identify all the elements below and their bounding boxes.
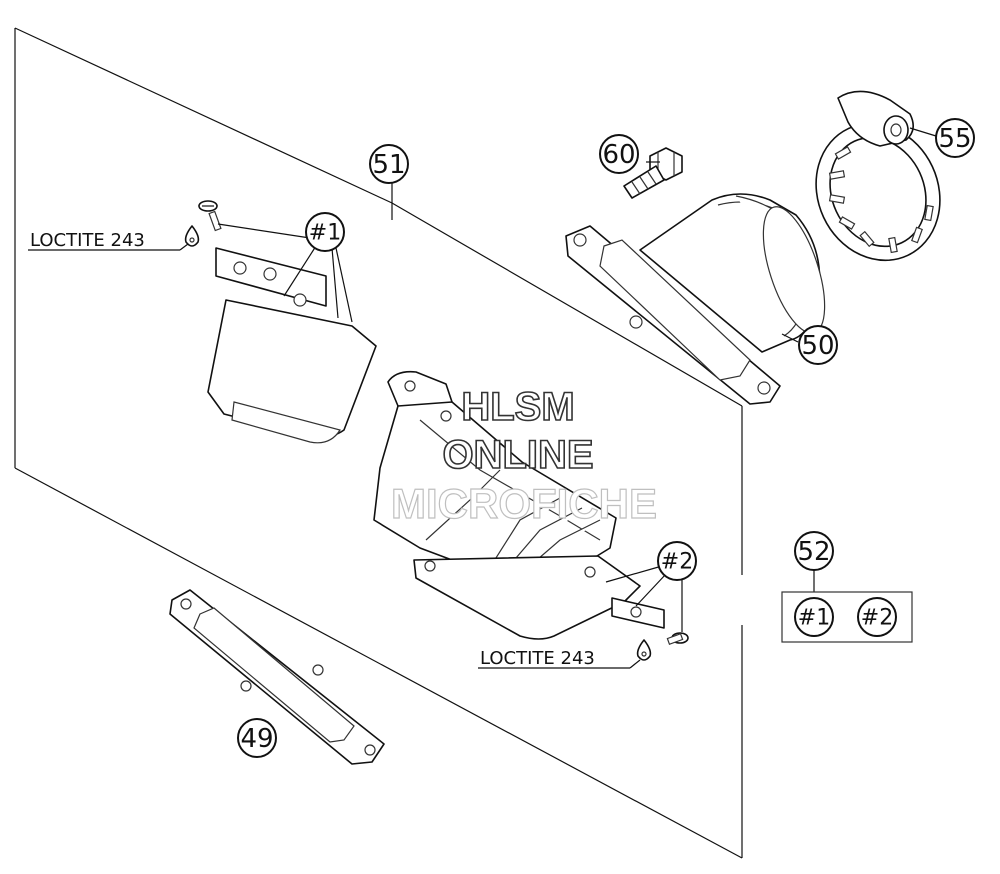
kit-callout-hash-2[interactable]: #2 (857, 597, 897, 637)
callout-hash-2[interactable]: #2 (657, 541, 697, 581)
callout-50-label: 50 (801, 331, 834, 361)
callout-52[interactable]: 52 (794, 531, 834, 571)
reed-block-housing[interactable] (373, 370, 689, 645)
kit-callout-hash-1[interactable]: #1 (794, 597, 834, 637)
leader-lines (28, 127, 937, 669)
callout-49[interactable]: 49 (237, 718, 277, 758)
callout-hash-1[interactable]: #1 (305, 212, 345, 252)
callout-60-label: 60 (602, 140, 635, 170)
bolt-60[interactable] (623, 147, 683, 199)
loctite-drop-bottom (636, 639, 652, 661)
kit-callout-hash-2-label: #2 (861, 606, 893, 631)
watermark-line-2: ONLINE (442, 433, 593, 477)
callout-51-label: 51 (372, 150, 405, 180)
callout-hash-1-label: #1 (309, 221, 341, 246)
callout-49-label: 49 (240, 724, 273, 754)
callout-hash-2-label: #2 (661, 550, 693, 575)
watermark: HLSM ONLINE MICROFICHE (390, 384, 657, 527)
reed-kit-1-parts[interactable] (198, 200, 377, 444)
callout-51[interactable]: 51 (369, 144, 409, 184)
callout-55[interactable]: 55 (935, 118, 975, 158)
loctite-label-bottom: LOCTITE 243 (480, 648, 595, 669)
callout-50[interactable]: 50 (798, 325, 838, 365)
watermark-line-3: MICROFICHE (391, 480, 657, 527)
callout-60[interactable]: 60 (599, 134, 639, 174)
watermark-line-1: HLSM (461, 385, 574, 429)
callout-52-label: 52 (797, 537, 830, 567)
loctite-label-top: LOCTITE 243 (30, 230, 145, 251)
intake-flange-50[interactable] (565, 193, 837, 405)
kit-callout-hash-1-label: #1 (798, 606, 830, 631)
hose-clamp-55[interactable] (794, 90, 962, 280)
assembly-51-outline (14, 27, 743, 859)
loctite-drop-top (184, 225, 200, 247)
gasket-49[interactable] (169, 589, 385, 765)
callout-55-label: 55 (938, 124, 971, 154)
